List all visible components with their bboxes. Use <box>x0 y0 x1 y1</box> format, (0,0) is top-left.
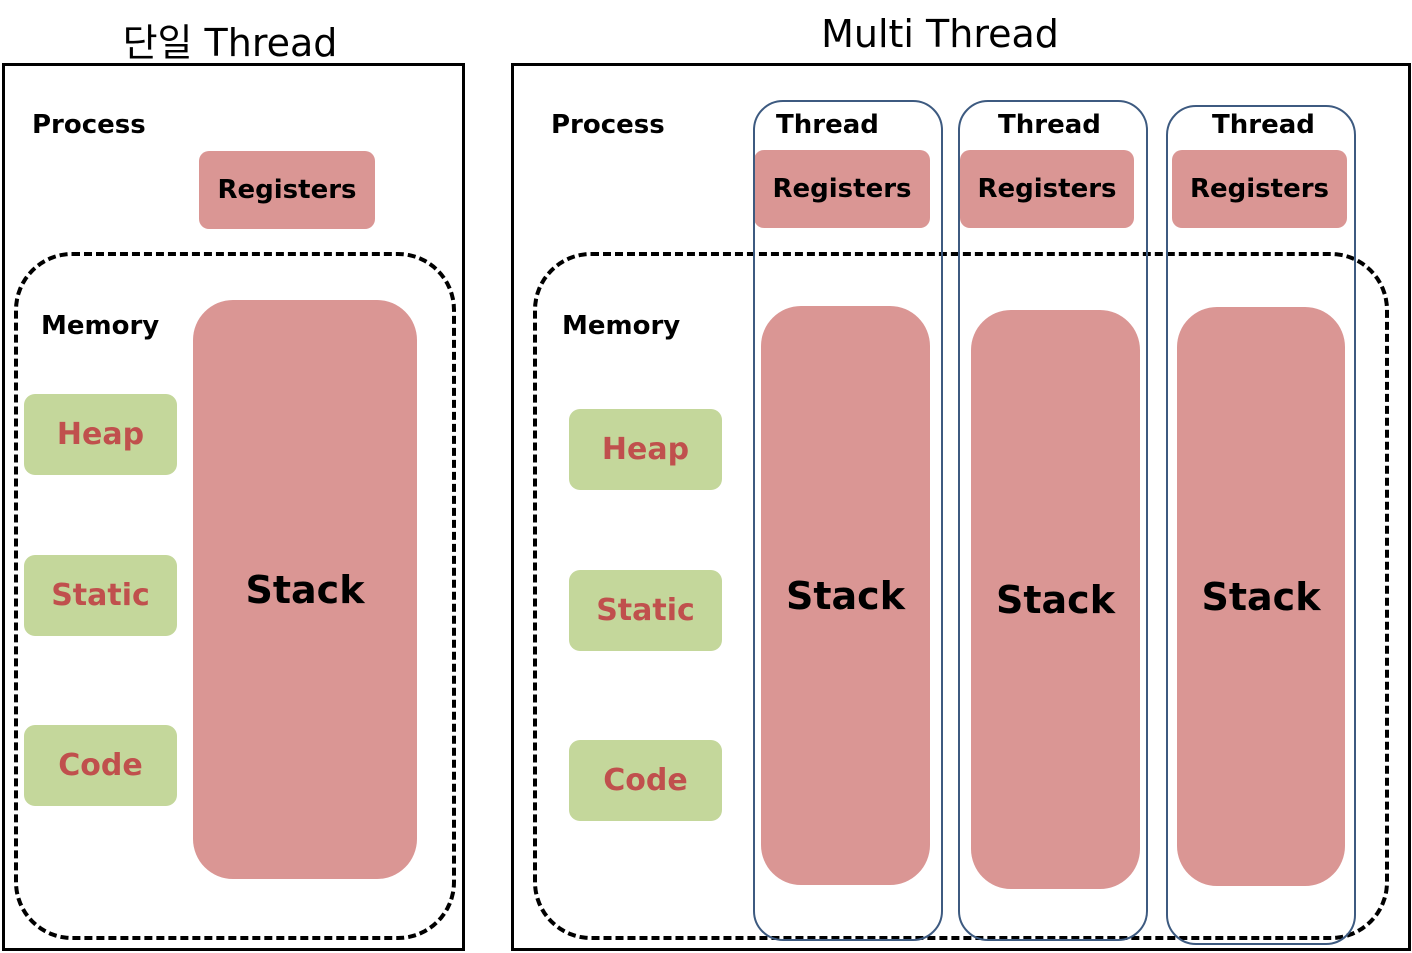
thread-1-stack-block: Stack <box>761 306 930 885</box>
thread-3-registers-block: Registers <box>1172 150 1347 228</box>
single-code-block: Code <box>24 725 177 806</box>
multi-static-block: Static <box>569 570 722 651</box>
multi-memory-boundary <box>533 252 1389 940</box>
thread-2-label: Thread <box>998 110 1101 140</box>
thread-1-label: Thread <box>776 110 879 140</box>
thread-1-boundary <box>753 100 943 941</box>
single-heap-block: Heap <box>24 394 177 475</box>
single-stack-block: Stack <box>193 300 417 879</box>
multi-process-frame <box>511 63 1411 951</box>
thread-3-label: Thread <box>1212 110 1315 140</box>
thread-3-stack-block: Stack <box>1177 307 1345 886</box>
multi-code-block: Code <box>569 740 722 821</box>
single-memory-label: Memory <box>41 311 160 341</box>
thread-1-registers-block: Registers <box>754 150 930 228</box>
single-process-frame <box>2 63 465 951</box>
multi-process-label: Process <box>551 110 665 140</box>
multi-memory-label: Memory <box>562 311 681 341</box>
single-process-label: Process <box>32 110 146 140</box>
thread-2-stack-block: Stack <box>971 310 1140 889</box>
multi-heap-block: Heap <box>569 409 722 490</box>
single-thread-title: 단일 Thread <box>122 21 338 65</box>
multi-thread-title: Multi Thread <box>821 12 1059 56</box>
thread-3-boundary <box>1166 105 1356 945</box>
single-static-block: Static <box>24 555 177 636</box>
single-memory-boundary <box>14 252 456 940</box>
single-registers-block: Registers <box>199 151 375 229</box>
thread-2-boundary <box>958 100 1148 941</box>
thread-2-registers-block: Registers <box>960 150 1134 228</box>
